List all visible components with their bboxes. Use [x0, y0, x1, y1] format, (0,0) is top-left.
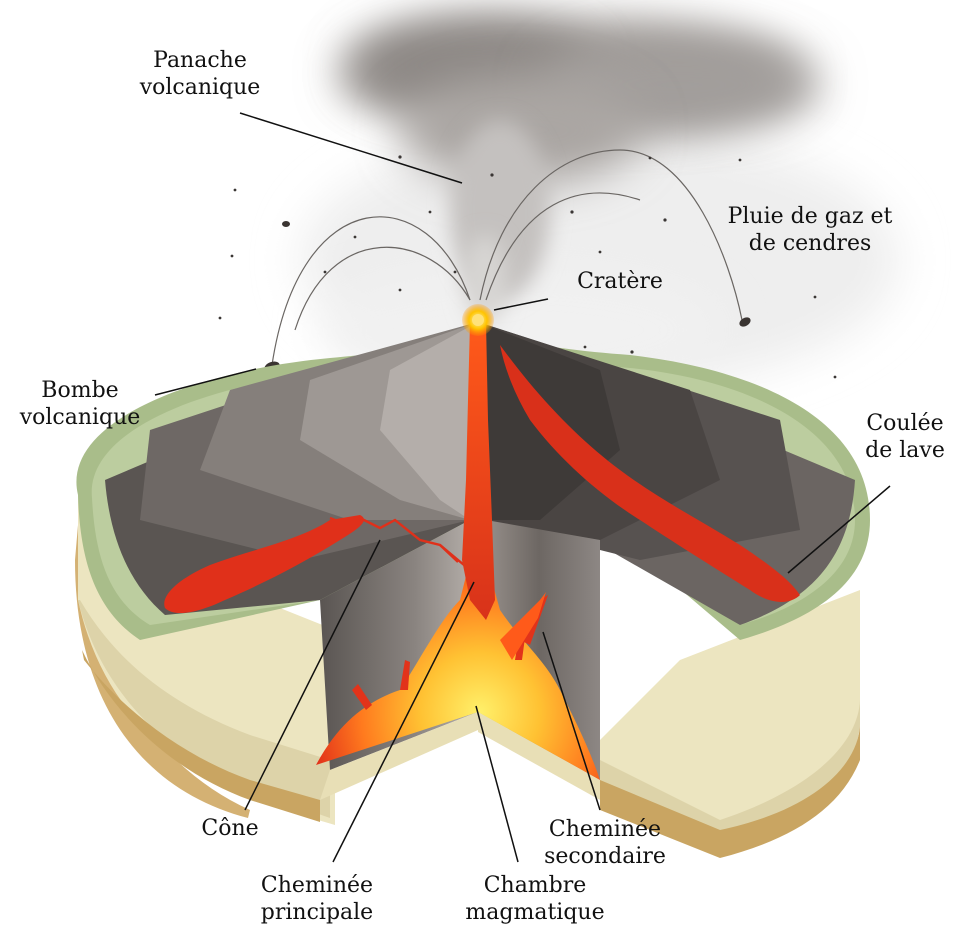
- label-pluie-line2: de cendres: [720, 230, 900, 257]
- label-chambre-magmatique: Chambre magmatique: [455, 872, 615, 926]
- label-panache-volcanique: Panache volcanique: [130, 47, 270, 101]
- label-bombe-line1: Bombe: [0, 377, 160, 404]
- label-chambre-line1: Chambre: [455, 872, 615, 899]
- label-cheminee-secondaire-line2: secondaire: [535, 843, 675, 870]
- label-coulee-line1: Coulée: [855, 410, 955, 437]
- label-cone-line1: Cône: [185, 815, 275, 842]
- label-cheminee-principale: Cheminée principale: [247, 872, 387, 926]
- label-panache-line1: Panache: [130, 47, 270, 74]
- label-cheminee-secondaire: Cheminée secondaire: [535, 816, 675, 870]
- label-coulee-de-lave: Coulée de lave: [855, 410, 955, 464]
- label-cratere-line1: Cratère: [565, 268, 675, 295]
- label-panache-line2: volcanique: [130, 74, 270, 101]
- label-cratere: Cratère: [565, 268, 675, 295]
- label-chambre-line2: magmatique: [455, 899, 615, 926]
- label-cheminee-secondaire-line1: Cheminée: [535, 816, 675, 843]
- label-bombe-volcanique: Bombe volcanique: [0, 377, 160, 431]
- label-cheminee-principale-line2: principale: [247, 899, 387, 926]
- label-bombe-line2: volcanique: [0, 404, 160, 431]
- label-cheminee-principale-line1: Cheminée: [247, 872, 387, 899]
- label-cone: Cône: [185, 815, 275, 842]
- label-pluie-line1: Pluie de gaz et: [720, 203, 900, 230]
- label-coulee-line2: de lave: [855, 437, 955, 464]
- label-pluie-gaz-cendres: Pluie de gaz et de cendres: [720, 203, 900, 257]
